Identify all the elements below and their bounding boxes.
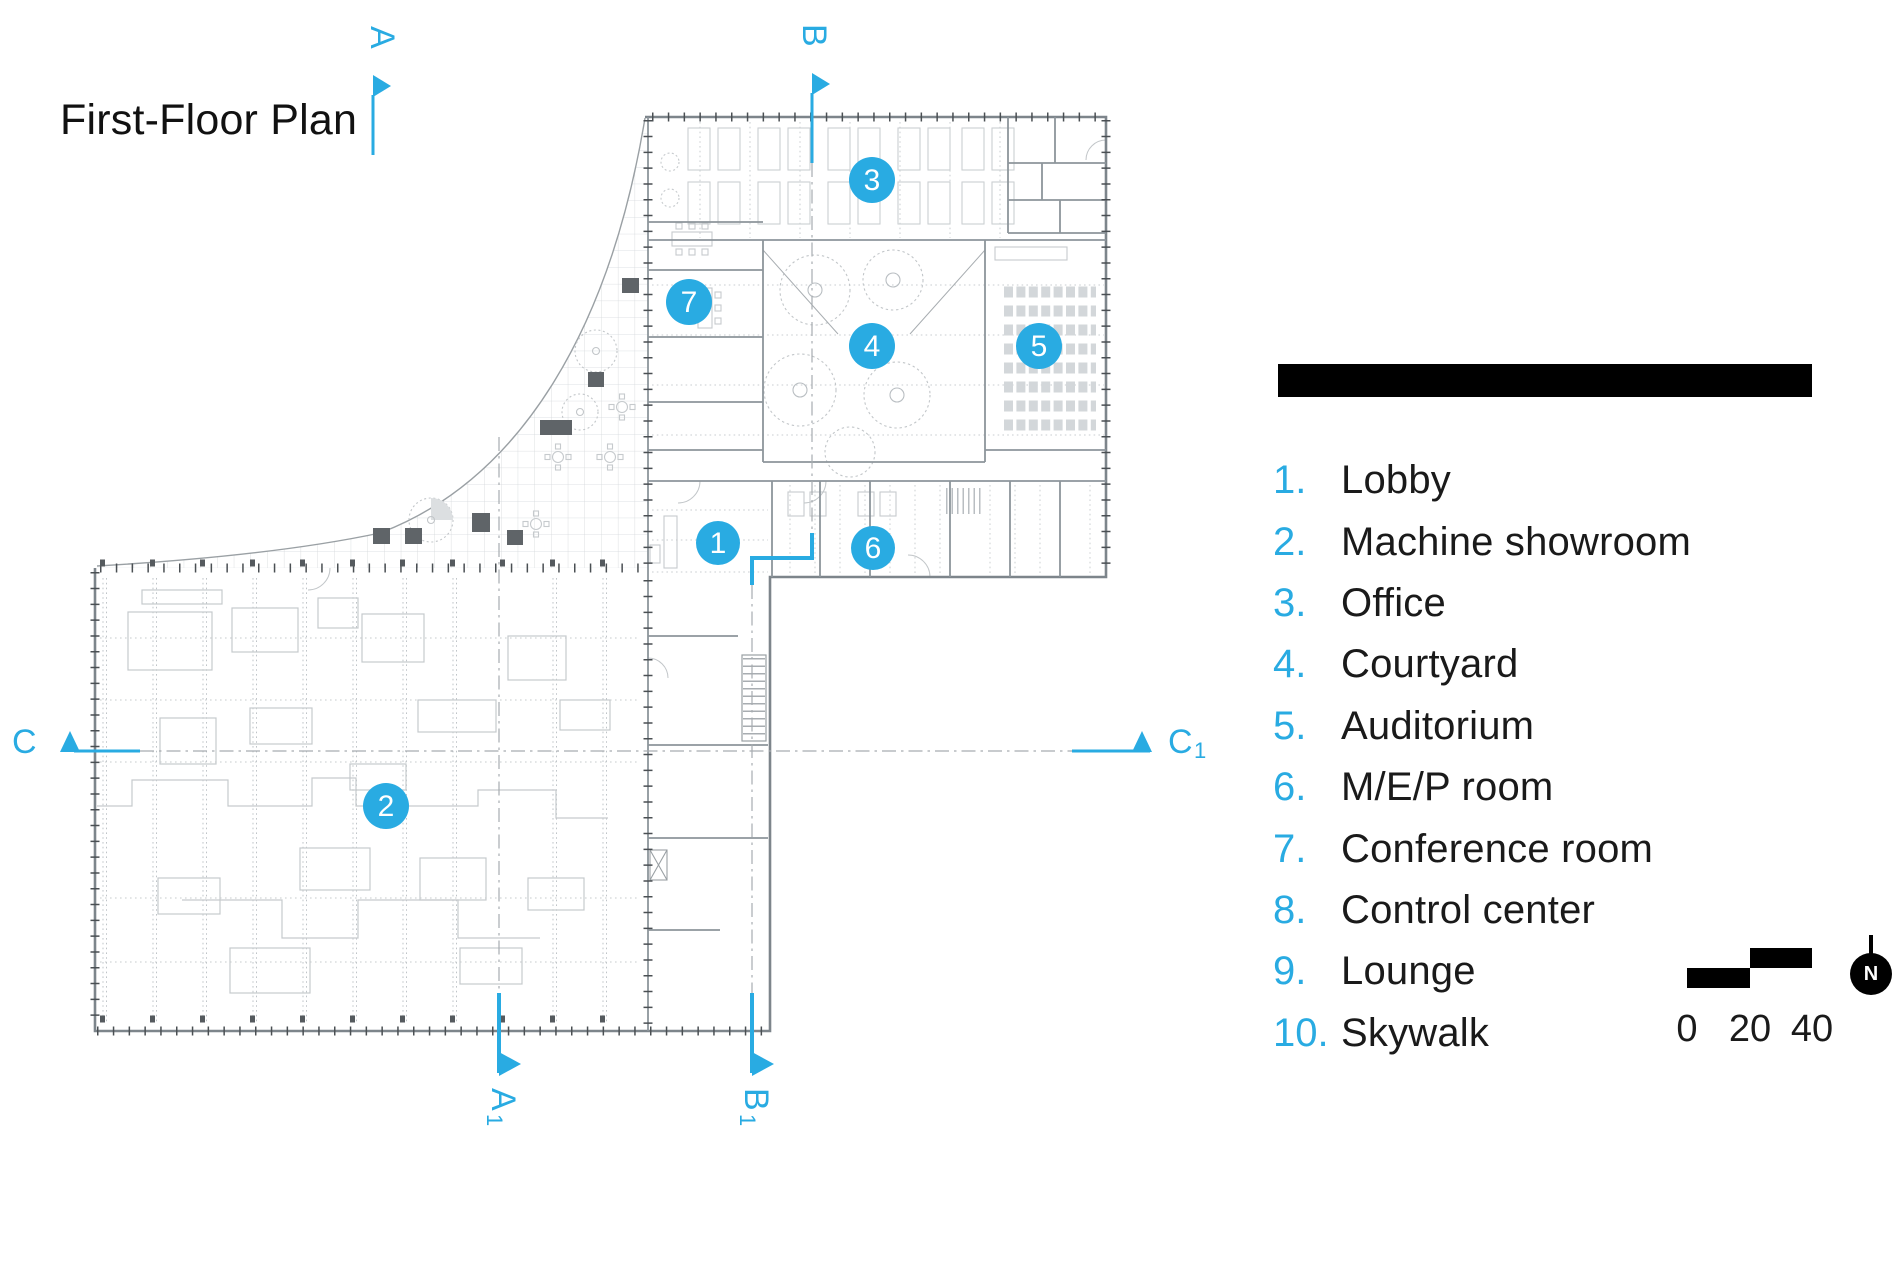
section-label-c1: C: [1168, 723, 1193, 761]
scale-tick-0: 0: [1676, 1008, 1698, 1050]
north-label: N: [1863, 962, 1879, 985]
legend-item-control-center: 8. Control center: [1273, 880, 1833, 941]
north-arrow: N: [1850, 953, 1892, 995]
courtyard-circles: [763, 249, 931, 478]
legend-item-lounge: 9. Lounge: [1273, 941, 1833, 1002]
atrium-curve: [96, 117, 646, 567]
svg-text:7: 7: [681, 286, 698, 319]
section-marker-b: B: [795, 24, 833, 163]
legend-number: 7.: [1273, 826, 1307, 871]
scale-tick-20: 20: [1728, 1008, 1772, 1050]
svg-text:1: 1: [710, 527, 727, 560]
legend-item-office: 3. Office: [1273, 573, 1833, 634]
door-arcs: [307, 139, 1107, 679]
svg-text:5: 5: [1031, 330, 1048, 363]
legend-number: 2.: [1273, 519, 1307, 564]
svg-text:2: 2: [378, 790, 395, 823]
section-marker-b1: B 1: [735, 993, 775, 1126]
legend-label: Control center: [1341, 887, 1596, 932]
legend-number: 6.: [1273, 765, 1307, 810]
section-lines: [140, 163, 1072, 993]
legend-number: 5.: [1273, 703, 1307, 748]
legend-item-auditorium: 5. Auditorium: [1273, 696, 1833, 757]
legend-number: 1.: [1273, 458, 1307, 503]
legend-item-courtyard: 4. Courtyard: [1273, 634, 1833, 695]
section-marker-a1: A 1: [482, 993, 522, 1126]
room-markers: 1 2 3 4 5 6 7: [363, 157, 1062, 829]
dark-blocks: [373, 278, 639, 545]
legend-number: 4.: [1273, 642, 1307, 687]
legend-label: Machine showroom: [1341, 519, 1692, 564]
legend-item-skywalk: 10. Skywalk: [1273, 1003, 1833, 1064]
section-label-a1: A: [484, 1088, 522, 1111]
room-marker-1: 1: [696, 521, 740, 565]
svg-text:3: 3: [864, 164, 881, 197]
room-marker-2: 2: [363, 783, 409, 829]
room-marker-4: 4: [849, 323, 895, 369]
section-label-b1: B: [737, 1088, 775, 1111]
room-marker-7: 7: [666, 279, 712, 325]
legend-item-machine-showroom: 2. Machine showroom: [1273, 511, 1833, 572]
section-label-b: B: [795, 24, 833, 47]
legend-label: M/E/P room: [1341, 765, 1554, 810]
legend-label: Lounge: [1341, 949, 1476, 994]
legend-number: 10.: [1273, 1010, 1329, 1055]
room-marker-3: 3: [849, 157, 895, 203]
legend-number: 3.: [1273, 580, 1307, 625]
section-label-c1-sub: 1: [1194, 738, 1206, 763]
legend-item-conference-room: 7. Conference room: [1273, 818, 1833, 879]
section-label-c: C: [12, 723, 37, 761]
scale-bar-segment-high: [1750, 948, 1812, 968]
legend-label: Courtyard: [1341, 642, 1519, 687]
legend: 1. Lobby 2. Machine showroom 3. Office 4…: [1273, 450, 1833, 1064]
section-label-b1-sub: 1: [735, 1114, 760, 1126]
exterior-wall: [93, 115, 1108, 1033]
section-line-b-jog: [750, 533, 814, 585]
atrium-grid: [96, 117, 648, 568]
atrium-furniture: [373, 278, 639, 545]
page-title: First-Floor Plan: [60, 96, 358, 144]
room-marker-5: 5: [1016, 323, 1062, 369]
section-marker-c1: C 1: [1072, 723, 1206, 763]
section-marker-a: A: [363, 26, 401, 155]
legend-number: 8.: [1273, 887, 1307, 932]
room-marker-6: 6: [851, 526, 895, 570]
section-marker-c: C: [12, 723, 140, 761]
interior-walls: [647, 117, 1106, 1031]
legend-item-lobby: 1. Lobby: [1273, 450, 1833, 511]
legend-title-bar: [1278, 364, 1812, 397]
svg-text:4: 4: [864, 330, 881, 363]
scale-bar-segment-low: [1687, 968, 1750, 988]
legend-number: 9.: [1273, 949, 1307, 994]
legend-label: Lobby: [1341, 458, 1451, 503]
section-label-a1-sub: 1: [482, 1114, 507, 1126]
scale-bar-labels: 0 20 40: [1640, 1008, 1860, 1050]
legend-label: Skywalk: [1341, 1010, 1490, 1055]
machines: [97, 589, 611, 994]
svg-text:6: 6: [865, 532, 882, 565]
elevator: [649, 849, 668, 881]
column-ticks: [90, 112, 1111, 1036]
walls: [90, 112, 1111, 1036]
north-arrow-tick: [1869, 935, 1873, 954]
section-label-a: A: [363, 26, 401, 49]
legend-label: Office: [1341, 580, 1446, 625]
legend-label: Conference room: [1341, 826, 1654, 871]
legend-item-mep-room: 6. M/E/P room: [1273, 757, 1833, 818]
legend-label: Auditorium: [1341, 703, 1535, 748]
section-markers: A B C C 1: [12, 24, 1206, 1126]
plan-details: [97, 122, 1107, 1023]
scale-tick-40: 40: [1790, 1008, 1834, 1050]
